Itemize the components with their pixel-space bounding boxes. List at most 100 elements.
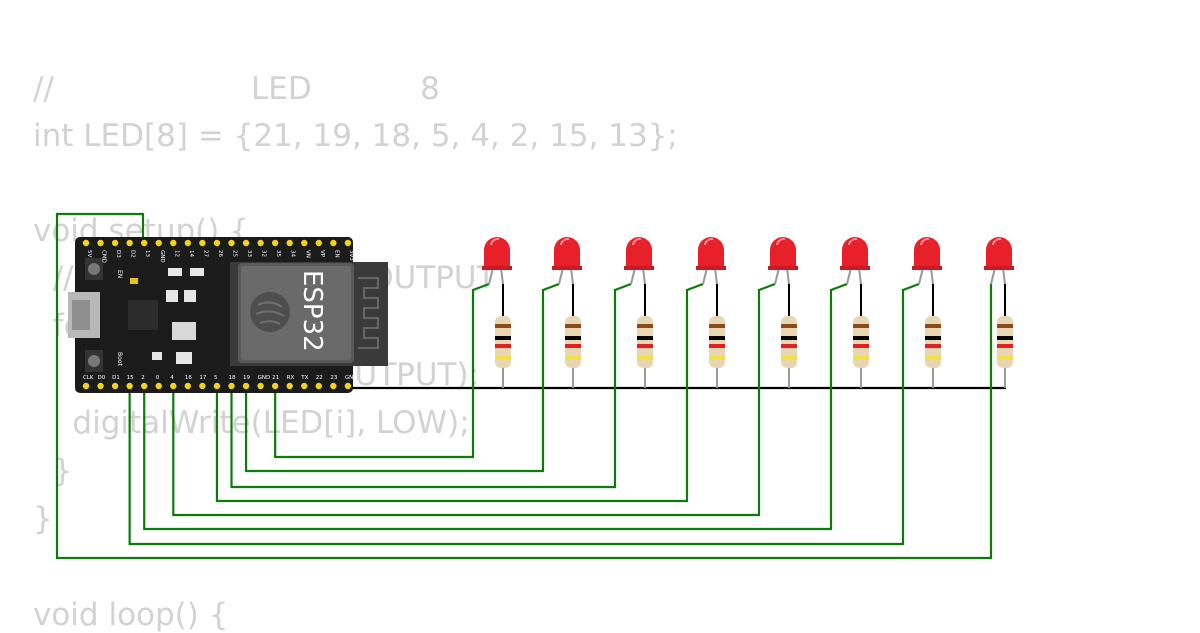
top-pin-label: 3V3	[348, 250, 354, 261]
bottom-pin-label: 16	[185, 375, 192, 381]
top-pin[interactable]	[344, 239, 352, 247]
bottom-pin-label: 19	[243, 375, 250, 381]
resistor-2[interactable]	[565, 284, 581, 388]
top-pin[interactable]	[301, 239, 308, 247]
resistor-3[interactable]	[637, 284, 653, 388]
led-5[interactable]	[768, 237, 798, 285]
bottom-pin-label: D0	[98, 375, 106, 381]
led-8[interactable]	[984, 237, 1014, 285]
top-pin-label: EN	[333, 250, 339, 258]
top-pin-label: 32	[261, 250, 267, 257]
bottom-pin[interactable]	[82, 382, 90, 390]
top-pin[interactable]	[330, 239, 337, 247]
bottom-pin[interactable]	[213, 382, 221, 390]
bottom-pin[interactable]	[184, 382, 192, 390]
resistor-body	[853, 316, 869, 368]
top-pin-label: 27	[202, 250, 208, 257]
wires	[55, 212, 1006, 560]
signal-wire-5[interactable]	[215, 282, 704, 503]
bottom-pin[interactable]	[242, 382, 250, 390]
top-pin[interactable]	[141, 239, 148, 247]
top-pin[interactable]	[111, 239, 119, 247]
resistor-body	[709, 316, 725, 368]
resistor-body	[997, 316, 1013, 368]
top-pin-label: 35	[275, 250, 281, 257]
top-pin[interactable]	[82, 239, 90, 247]
top-pin[interactable]	[126, 239, 133, 247]
bottom-pin[interactable]	[301, 382, 308, 390]
top-pin-label: 5V	[86, 250, 92, 257]
bottom-pin[interactable]	[228, 382, 235, 390]
signal-wire-15[interactable]	[128, 282, 920, 546]
antenna-trace	[358, 277, 379, 349]
bottom-pin-label: 18	[229, 375, 236, 381]
regulator	[172, 322, 196, 340]
bottom-pin-label: TX	[300, 375, 308, 381]
top-pin[interactable]	[170, 239, 177, 247]
top-pin[interactable]	[97, 239, 104, 247]
resistor-body	[565, 316, 581, 368]
resistor-1[interactable]	[495, 284, 511, 388]
bottom-pin-label: 2	[141, 375, 145, 381]
bottom-pin[interactable]	[271, 382, 279, 390]
bottom-pin-label: D1	[112, 375, 120, 381]
led-2[interactable]	[552, 237, 582, 285]
top-pin-label: VP	[319, 250, 325, 258]
code-line: digitalWrite(LED[i], LOW);	[33, 405, 470, 441]
led-1[interactable]	[482, 237, 512, 285]
top-pin[interactable]	[242, 239, 250, 247]
bottom-pin[interactable]	[155, 382, 162, 390]
bottom-pin[interactable]	[286, 382, 293, 390]
resistor-5[interactable]	[781, 284, 797, 388]
led-body	[484, 237, 510, 268]
resistor-body	[925, 316, 941, 368]
resistor-8[interactable]	[997, 284, 1013, 388]
top-pin-label: D3	[115, 250, 121, 258]
bottom-pin[interactable]	[126, 382, 133, 390]
top-pin[interactable]	[155, 239, 162, 247]
bottom-pin-label: 15	[127, 375, 134, 381]
bottom-pin[interactable]	[330, 382, 337, 390]
signal-wire-19[interactable]	[244, 282, 560, 473]
top-pin-label: 33	[246, 250, 252, 257]
top-pin-label: 34	[290, 250, 296, 257]
top-pin[interactable]	[315, 239, 322, 247]
bottom-pin[interactable]	[344, 382, 352, 390]
resistor-body	[781, 316, 797, 368]
bottom-pin[interactable]	[257, 382, 264, 390]
bottom-pin[interactable]	[97, 382, 104, 390]
bottom-pin[interactable]	[111, 382, 119, 390]
led-3[interactable]	[624, 237, 654, 285]
resistor-4[interactable]	[709, 284, 725, 388]
signal-wire-13[interactable]	[55, 212, 993, 560]
top-pin[interactable]	[199, 239, 206, 247]
led-7[interactable]	[912, 237, 942, 285]
signal-wire-2[interactable]	[143, 282, 848, 531]
resistor-6[interactable]	[853, 284, 869, 388]
resistor-7[interactable]	[925, 284, 941, 388]
signal-wire-18[interactable]	[230, 282, 632, 489]
bottom-pin[interactable]	[199, 382, 206, 390]
top-pin[interactable]	[228, 239, 235, 247]
led-array[interactable]	[482, 237, 1014, 388]
top-pin[interactable]	[213, 239, 221, 247]
signal-wire-21[interactable]	[274, 282, 490, 459]
bottom-pin[interactable]	[315, 382, 322, 390]
led-body	[554, 237, 580, 268]
top-pin-label: GND	[159, 250, 165, 263]
top-pin[interactable]	[271, 239, 279, 247]
signal-wire-4[interactable]	[172, 282, 776, 517]
led-4[interactable]	[696, 237, 726, 285]
top-pin[interactable]	[286, 239, 293, 247]
led-body	[842, 237, 868, 268]
led-6[interactable]	[840, 237, 870, 285]
bottom-pin[interactable]	[141, 382, 148, 390]
top-pin[interactable]	[257, 239, 264, 247]
top-pin[interactable]	[184, 239, 192, 247]
bottom-pin[interactable]	[170, 382, 177, 390]
bottom-pin-label: GND	[258, 375, 271, 381]
